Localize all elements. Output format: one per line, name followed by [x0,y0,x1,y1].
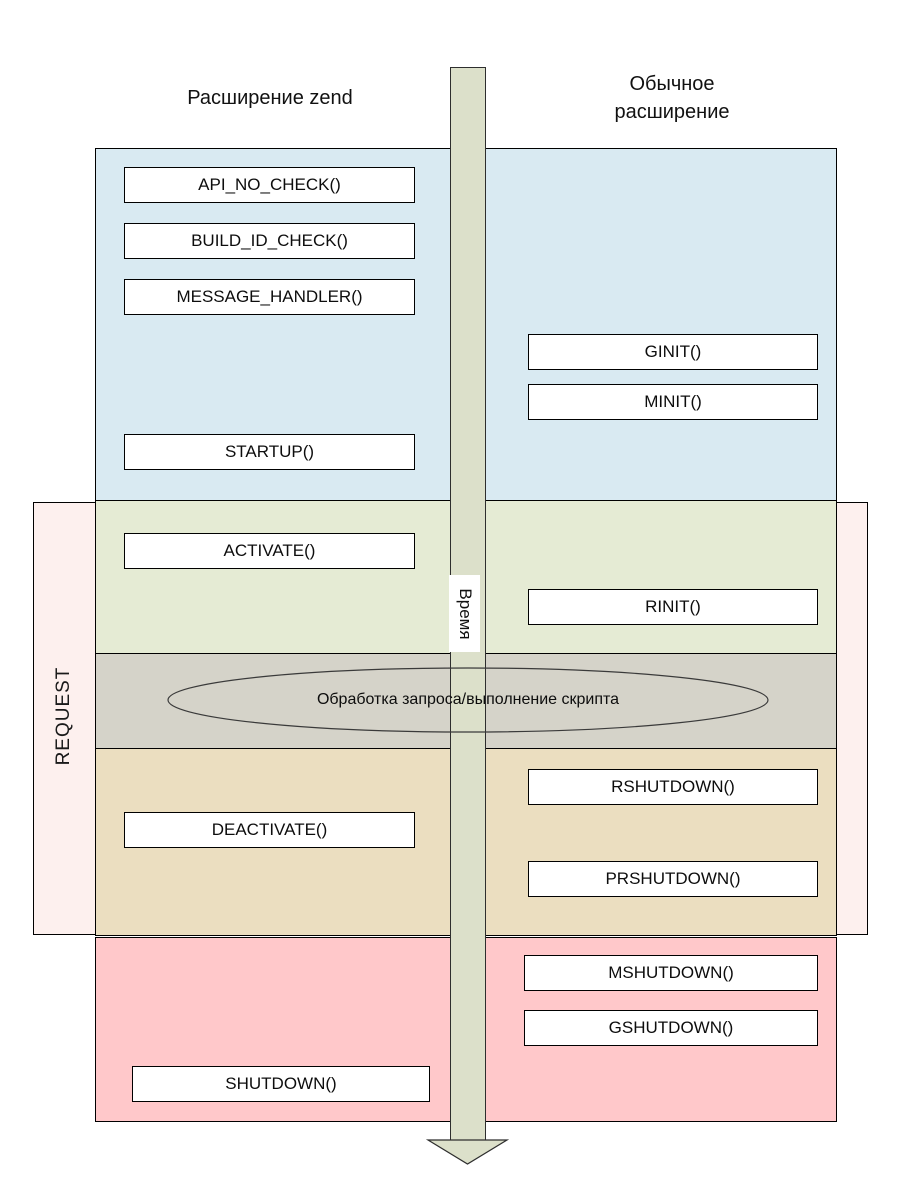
function-box-prshutdown: PRSHUTDOWN() [528,861,818,897]
time-axis-label: Время [455,587,475,640]
function-box-api-no-check: API_NO_CHECK() [124,167,415,203]
function-box-minit: MINIT() [528,384,818,420]
request-label: REQUEST [53,666,74,766]
process-ellipse [167,667,769,733]
time-axis-label-box: Время [449,575,480,652]
column-title-regular-extension: Обычное расширение [522,70,822,126]
function-box-rshutdown: RSHUTDOWN() [528,769,818,805]
time-arrow-head-icon [425,1139,510,1165]
function-box-build-id-check: BUILD_ID_CHECK() [124,223,415,259]
process-ellipse-label: Обработка запроса/выполнение скрипта [316,691,620,708]
function-box-gshutdown: GSHUTDOWN() [524,1010,818,1046]
column-title-zend-extension: Расширение zend [187,87,353,109]
column-title-regular-line2: расширение [614,101,730,123]
column-title-regular-line1: Обычное [629,73,715,95]
function-box-ginit: GINIT() [528,334,818,370]
function-box-rinit: RINIT() [528,589,818,625]
function-box-startup: STARTUP() [124,434,415,470]
function-box-mshutdown: MSHUTDOWN() [524,955,818,991]
function-box-deactivate: DEACTIVATE() [124,812,415,848]
function-box-message-handler: MESSAGE_HANDLER() [124,279,415,315]
function-box-activate: ACTIVATE() [124,533,415,569]
function-box-shutdown: SHUTDOWN() [132,1066,430,1102]
